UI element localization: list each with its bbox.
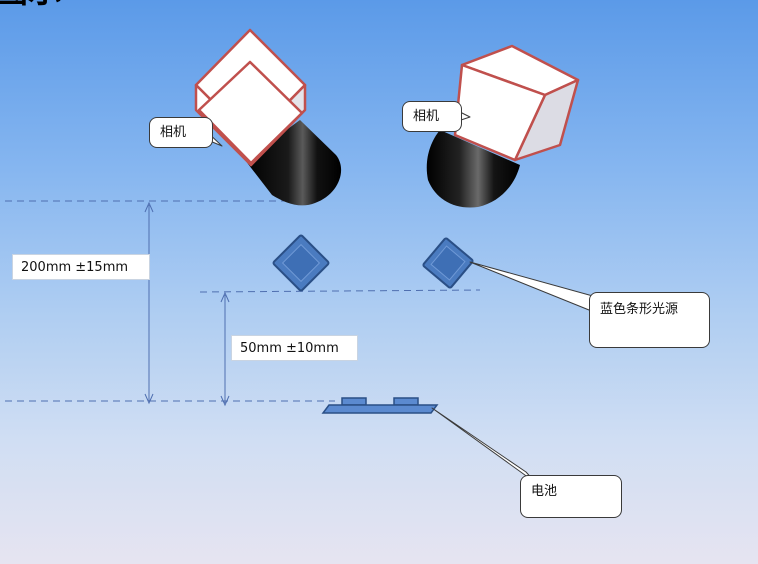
dim-arrow-total-top: [144, 201, 154, 213]
battery-tab-right: [393, 397, 419, 406]
battery: [321, 397, 439, 414]
callout-battery: 电池: [520, 475, 622, 518]
camera-left-face: [197, 60, 304, 165]
camera-right-lens: [426, 130, 520, 208]
callout-camera-right: 相机: [402, 101, 462, 132]
light-source-left: [272, 234, 330, 292]
title-fragment: 图示: [0, 0, 62, 10]
camera-left-lens: [245, 120, 342, 206]
battery-tab-left: [341, 397, 367, 406]
pointer-light-source: [469, 261, 601, 313]
light-source-line: [199, 289, 481, 293]
camera-left: [194, 28, 342, 206]
dim-label-light: 50mm ±10mm: [231, 335, 358, 361]
light-left-face: [281, 243, 321, 283]
dimension-arrows: [144, 201, 230, 407]
dim-label-total: 200mm ±15mm: [12, 254, 150, 280]
reference-lines: [5, 200, 481, 402]
callout-light-source: 蓝色条形光源: [589, 292, 710, 348]
dim-arrow-total-bottom: [144, 393, 154, 405]
dim-arrow-light-bottom: [220, 395, 230, 407]
light-right-face: [430, 245, 466, 281]
callout-camera-left: 相机: [149, 117, 213, 148]
dim-arrow-light-top: [220, 291, 230, 303]
camera-right: [426, 44, 580, 208]
battery-body: [321, 404, 439, 414]
light-source-right: [422, 237, 474, 289]
pointer-battery: [431, 407, 537, 484]
